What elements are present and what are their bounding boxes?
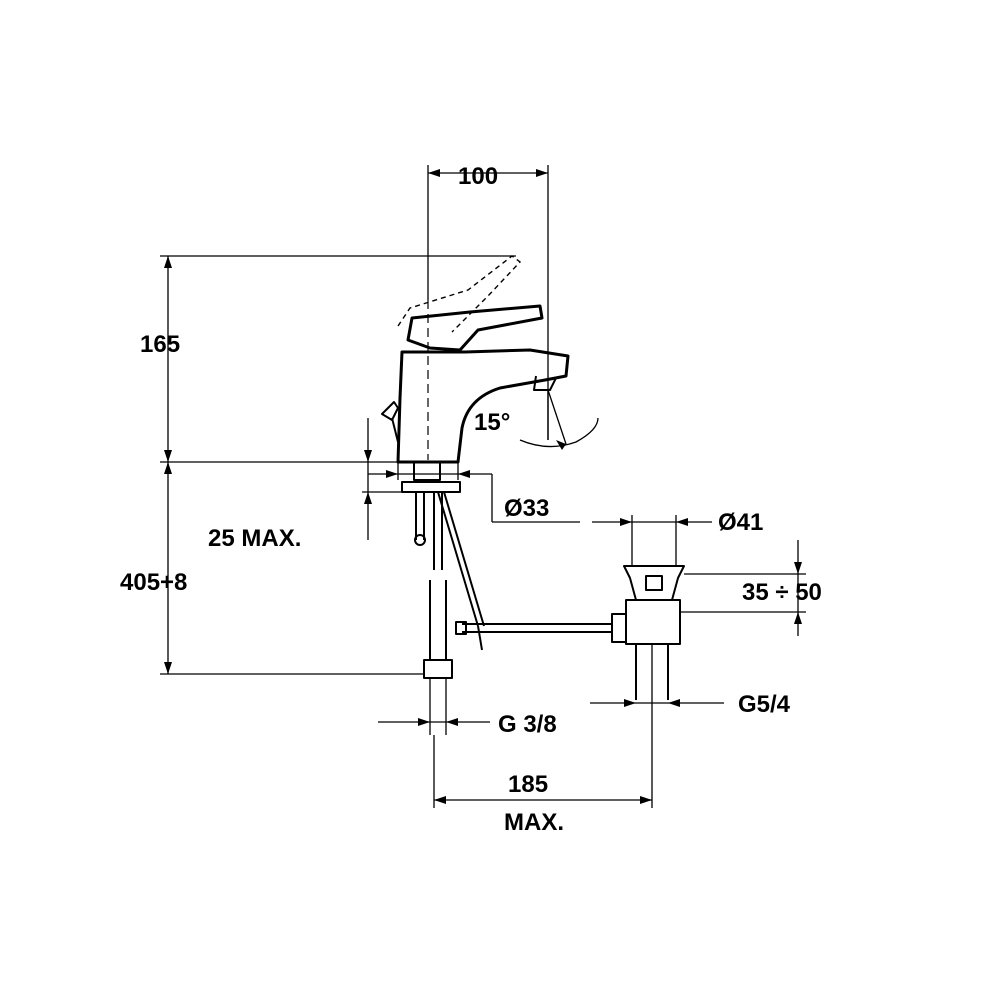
label-165: 165 [140, 331, 180, 358]
dim-165 [160, 255, 516, 463]
dim-g-5-4 [590, 699, 724, 707]
dim-angle [519, 389, 599, 450]
waste-assembly [455, 565, 685, 700]
dim-35-50 [680, 540, 806, 636]
label-100: 100 [458, 163, 498, 190]
label-diameter-33: Ø33 [504, 495, 549, 522]
dim-diameter-41 [592, 515, 712, 566]
dim-405 [160, 462, 424, 675]
dim-100 [427, 165, 549, 440]
dim-diameter-33 [368, 462, 580, 523]
dim-g-3-8 [378, 678, 490, 735]
label-diameter-41: Ø41 [718, 509, 763, 536]
label-25-max: 25 MAX. [208, 525, 301, 552]
dim-25-max [362, 418, 402, 540]
label-35-50: 35 ÷ 50 [742, 579, 822, 606]
label-185: 185 [508, 771, 548, 798]
label-g-5-4: G5/4 [738, 691, 791, 718]
label-angle: 15° [474, 409, 510, 436]
label-g-3-8: G 3/8 [498, 711, 557, 738]
dim-185 [433, 644, 653, 808]
label-185-max: MAX. [504, 809, 564, 836]
faucet-body [381, 255, 570, 679]
label-405: 405+8 [120, 569, 187, 596]
